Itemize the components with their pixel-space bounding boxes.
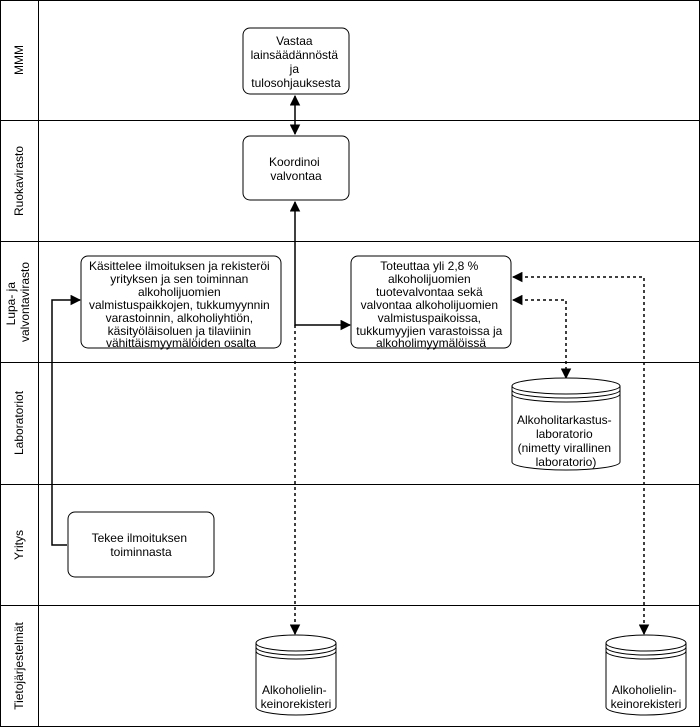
lane-label-tietojarjestelmat: Tietojärjestelmät [12,622,26,710]
node-lab-database: Alkoholitarkastus- laboratorio (nimetty … [511,377,621,471]
node-yritys: Tekee ilmoituksen toiminnasta [67,511,215,578]
lane-label-lupa: Lupa- ja valvontavirasto [4,262,32,342]
svg-text:Vastaa lainsäädännöstä: Vastaa lainsäädännöstä ja tulosohjaukses… [251,34,342,90]
svg-text:Tekee ilmoituksen toimin: Tekee ilmoituksen toiminnasta [92,531,191,559]
node-db-right: Alkoholielin- keinorekisteri [605,634,687,716]
svg-text:Käsittelee ilmoituksen ja reki: Käsittelee ilmoituksen ja rekisteröi yri… [89,259,273,350]
lane-label-ruokavirasto: Ruokavirasto [12,146,26,216]
svg-text:Koordinoi valvontaa: Koordinoi valvontaa [269,155,323,183]
svg-text:Alkoholielin- keinorekis: Alkoholielin- keinorekisteri [611,683,682,711]
svg-text:Alkoholielin- keinorekis: Alkoholielin- keinorekisteri [261,683,332,711]
svg-text:Toteuttaa yli 2,8 % alko: Toteuttaa yli 2,8 % alkoholijuomien tuot… [356,259,505,350]
node-ruokavirasto: Koordinoi valvontaa [242,135,350,201]
edge-lupa-db-right [511,271,650,636]
node-lupa-right: Toteuttaa yli 2,8 % alkoholijuomien tuot… [350,255,512,350]
connectors [51,94,650,636]
lane-label-laboratoriot: Laboratoriot [12,390,26,455]
node-db-left: Alkoholielin- keinorekisteri [255,634,337,716]
svg-text:Alkoholitarkastus- labor: Alkoholitarkastus- laboratorio (nimetty … [517,413,615,469]
edge-ruokavirasto-lupa [289,200,352,331]
lane-label-yritys: Yritys [12,530,26,560]
edge-lupa-lab [511,294,572,380]
node-mmm: Vastaa lainsäädännöstä ja tulosohjaukses… [242,27,350,95]
node-lupa-left: Käsittelee ilmoituksen ja rekisteröi yri… [80,255,282,350]
edge-yritys-lupa [51,294,82,546]
lane-label-mmm: MMM [12,45,26,75]
